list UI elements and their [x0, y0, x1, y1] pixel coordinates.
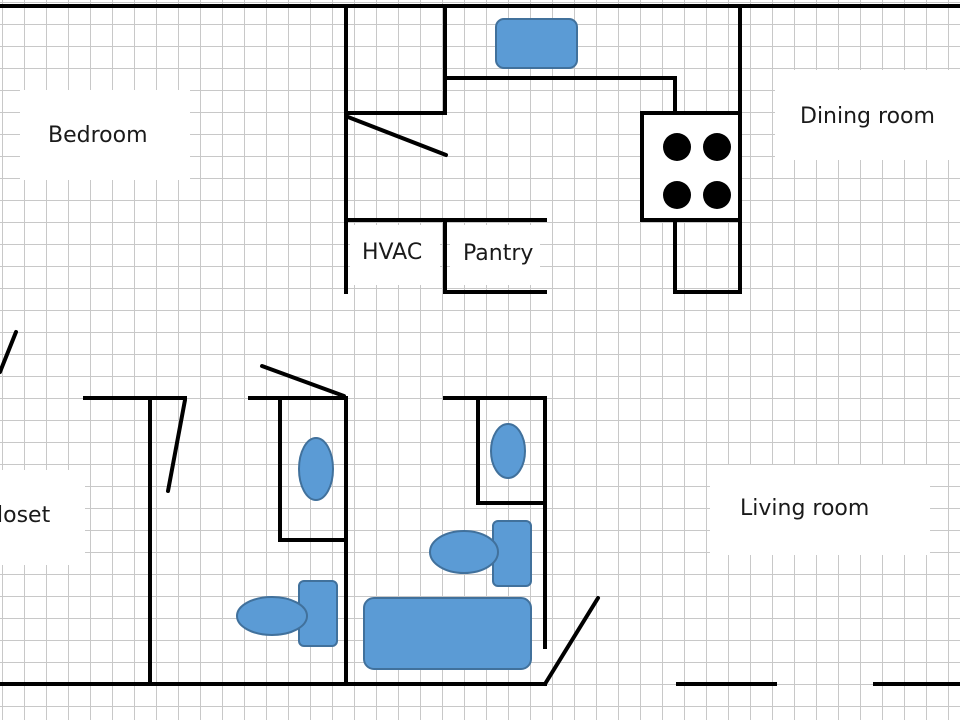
room-label-pantry: Pantry: [463, 241, 533, 266]
bath2-sink: [490, 423, 526, 479]
burner-3: [663, 181, 691, 209]
door-closet: [166, 398, 187, 493]
room-label-living-room: Living room: [740, 496, 869, 521]
hvac-label-bg: [350, 225, 440, 285]
burner-2: [703, 133, 731, 161]
kitchen-sink: [495, 18, 578, 69]
bath1-toilet-bowl: [236, 596, 308, 636]
bath1-sink: [298, 437, 334, 501]
door-hall-closet: [346, 115, 448, 157]
door-bath2: [543, 596, 600, 686]
bedroom-label-bg: [20, 90, 190, 180]
room-label-dining-room: Dining room: [800, 104, 935, 129]
bathtub: [363, 597, 532, 670]
dining-label-bg: [775, 70, 960, 160]
door-bath1: [260, 364, 346, 398]
burner-1: [663, 133, 691, 161]
bath2-toilet-bowl: [429, 530, 499, 574]
closet-label-bg: [0, 470, 85, 565]
room-label-closet: loset: [0, 503, 51, 528]
room-label-hvac: HVAC: [362, 240, 422, 265]
room-label-bedroom: Bedroom: [48, 123, 148, 148]
burner-4: [703, 181, 731, 209]
door-left-edge: [0, 330, 18, 374]
pantry-label-bg: [450, 225, 540, 285]
living-label-bg: [710, 465, 930, 555]
